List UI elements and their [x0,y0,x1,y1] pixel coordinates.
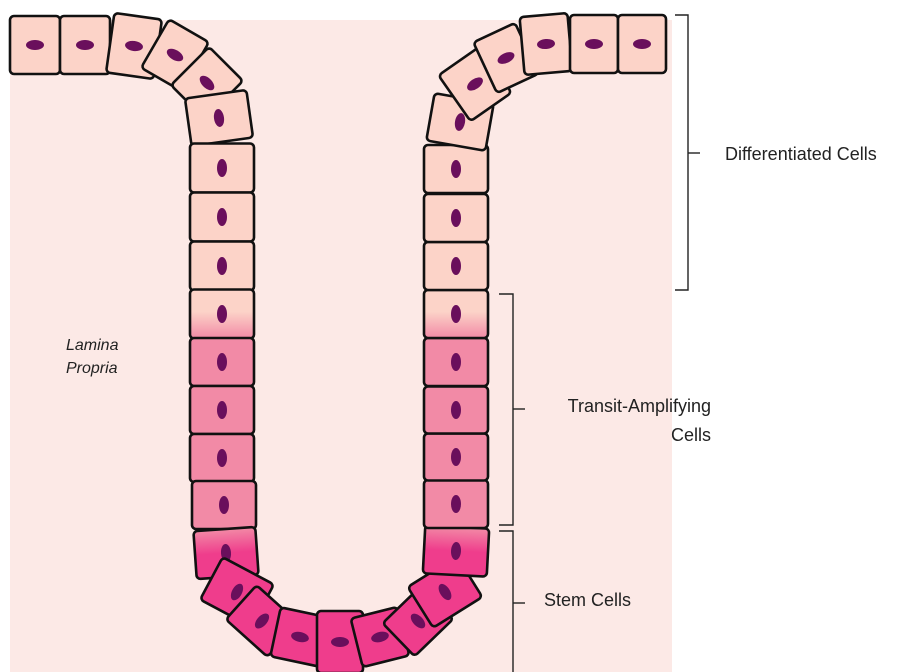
lamina-propria-label: Lamina Propria [66,334,118,380]
stem-cells-label: Stem Cells [544,590,631,611]
cell-nucleus [451,401,461,419]
epithelial-cell [190,242,254,291]
transit-amplifying-label-line2: Cells [541,421,711,450]
cell-nucleus [451,495,461,513]
epithelial-cell [424,480,488,528]
cell-nucleus [451,209,461,227]
epithelial-cell [190,338,254,386]
epithelial-cell [618,15,666,73]
cell-nucleus [451,160,461,178]
epithelial-cell [520,13,573,75]
cell-nucleus [217,159,227,177]
differentiated-cells-label: Differentiated Cells [725,144,877,165]
epithelial-cell [192,481,256,529]
cell-nucleus [217,257,227,275]
bracket-differentiated [675,15,700,290]
transit-amplifying-label-line1: Transit-Amplifying [541,392,711,421]
cell-nucleus [451,448,461,466]
cell-nucleus [217,208,227,226]
cell-nucleus [217,449,227,467]
cell-nucleus [217,401,227,419]
cell-nucleus [633,39,651,49]
epithelial-cell [190,386,254,434]
epithelial-cell [190,144,254,193]
cell-nucleus [451,257,461,275]
cell-nucleus [451,353,461,371]
lamina-label-line2: Propria [66,357,118,380]
transit-amplifying-cells-label: Transit-Amplifying Cells [541,392,711,450]
epithelial-cell [424,338,488,386]
epithelial-cell [423,525,489,576]
epithelial-cell [424,194,488,242]
epithelial-cell [424,434,488,481]
epithelial-cell [570,15,618,73]
epithelial-cell [60,16,110,74]
epithelial-cell [190,290,254,339]
epithelial-cell [185,90,253,146]
cell-nucleus [76,40,94,50]
lamina-label-line1: Lamina [66,334,118,357]
epithelial-cell [10,16,60,74]
epithelial-cell [424,387,488,434]
cell-nucleus [217,353,227,371]
epithelial-cell [424,242,488,290]
epithelial-cell [190,434,254,482]
cell-nucleus [585,39,603,49]
epithelial-cell [424,290,488,338]
cell-nucleus [26,40,44,50]
cell-nucleus [331,637,349,647]
cell-nucleus [451,305,461,323]
cell-nucleus [219,496,229,514]
epithelial-cell [424,145,488,193]
cell-nucleus [217,305,227,323]
epithelial-cell [190,193,254,242]
